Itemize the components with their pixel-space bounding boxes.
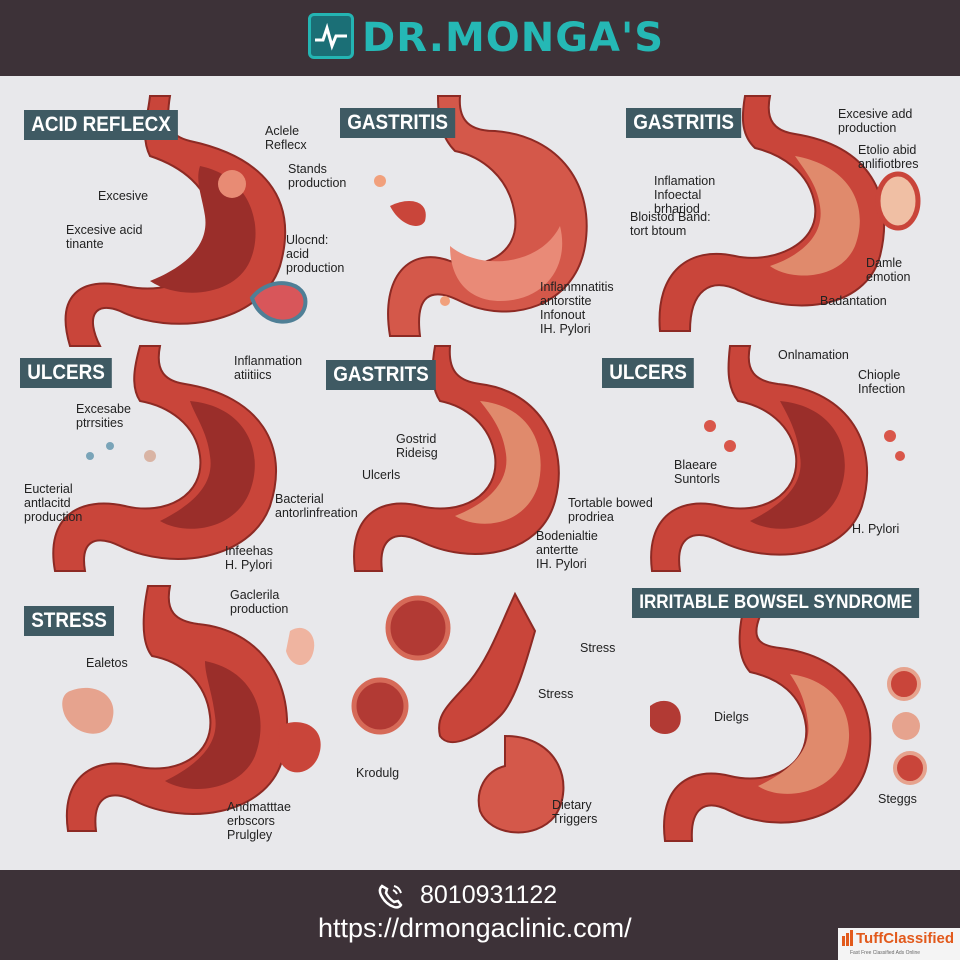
panel-gastritis-3: GASTRITS Gostrid Rideisg Ulcerls Tortabl…	[320, 345, 653, 586]
website-link[interactable]: https://drmongaclinic.com/	[318, 913, 632, 943]
annotation-label: Ulcerls	[362, 468, 401, 482]
annotation-label: Blaeare Suntorls	[674, 458, 720, 486]
phone-number[interactable]: 8010931122	[420, 881, 558, 909]
panel-ibs: IRRITABLE BOWSEL SYNDROME Dielgs Steggs	[630, 586, 960, 856]
annotation-label: Badantation	[820, 294, 887, 308]
annotation-label: Krodulg	[356, 766, 400, 780]
annotation-label: Stress	[538, 687, 574, 701]
annotation-label: Inflamation Infoectal brhariod	[654, 174, 716, 216]
annotation-label: Bacterial antorlinfreation	[275, 492, 358, 520]
annotation-label: Onlnamation	[778, 348, 849, 362]
annotation-label: Excesive	[98, 189, 149, 203]
stomach-illustration	[52, 345, 278, 572]
brand-title: DR.MONGA'S	[362, 15, 665, 61]
logo-icon	[308, 13, 354, 59]
stomach-illustration	[64, 95, 308, 347]
watermark-tagline: Fast Free Classified Ads Online	[850, 950, 921, 956]
stomach-illustration	[650, 345, 905, 572]
panel-title: IRRITABLE BOWSEL SYNDROME	[632, 588, 920, 618]
phone-icon	[378, 884, 403, 909]
stomach-illustration	[62, 585, 321, 832]
panel-stress: STRESS Gaclerila production Ealetos Andm…	[0, 585, 340, 856]
annotation-label: Eucterial antlacitd production	[24, 482, 83, 524]
panel-ulcers-1: ULCERS Inflanmation atiitiics Excesabe p…	[0, 345, 358, 586]
annotation-label: Damle emotion	[866, 256, 911, 284]
annotation-label: Ulocnd: acid production	[286, 233, 345, 275]
annotation-label: H. Pylori	[852, 522, 900, 536]
annotation-label: Dietary Triggers	[552, 798, 598, 826]
panel-ulcers-2: ULCERS Onlnamation Chiople Infection Bla…	[600, 345, 960, 586]
watermark-logo-icon	[842, 930, 853, 946]
panel-gastritis-1: GASTRITIS Inflanmnatitis antorstite Info…	[330, 95, 630, 346]
stomach-illustration	[353, 345, 560, 572]
annotation-label: Stress	[580, 641, 616, 655]
annotation-label: Chiople Infection	[858, 368, 906, 396]
panel-title: GASTRITIS	[626, 108, 742, 138]
annotation-label: Tortable bowed prodriea	[568, 496, 653, 524]
annotation-label: Etolio abid anlifiotbres	[858, 143, 919, 171]
stomach-illustration	[658, 95, 921, 332]
stomach-illustration	[650, 615, 927, 842]
annotation-label: Bloistod Band: tort btoum	[630, 210, 711, 238]
panel-title: GASTRITIS	[340, 108, 456, 138]
annotation-label: Gostrid Rideisg	[396, 432, 438, 460]
annotation-label: Andmatttae erbscors Prulgley	[227, 800, 291, 842]
annotation-label: Stands production	[288, 162, 347, 190]
annotation-label: Aclele Reflecx	[265, 124, 307, 152]
annotation-label: Excesive acid tinante	[66, 223, 143, 251]
panel-gastritis-2: GASTRITIS Excesive add production Etolio…	[620, 95, 960, 346]
stomach-illustration	[351, 591, 565, 834]
annotation-label: Excesive add production	[838, 107, 913, 135]
panel-stress-triggers: Stress Stress Krodulg Dietary Triggers	[340, 586, 630, 856]
annotation-label: Dielgs	[714, 710, 749, 724]
watermark-name: TuffClassified	[856, 930, 955, 947]
annotation-label: Infeehas H. Pylori	[225, 544, 273, 572]
annotation-label: Bodenialtie antertte IH. Pylori	[536, 529, 598, 571]
annotation-label: Excesabe ptrrsities	[76, 402, 131, 430]
annotation-label: Inflanmnatitis antorstite Infonout IH. P…	[540, 280, 614, 336]
watermark	[838, 928, 960, 960]
panel-title: ACID REFLECX	[24, 110, 179, 140]
panel-title: ULCERS	[20, 358, 113, 388]
panel-title: GASTRITS	[326, 360, 436, 390]
annotation-label: Inflanmation atiitiics	[234, 354, 303, 382]
annotation-label: Gaclerila production	[230, 588, 289, 616]
header-bar	[0, 0, 960, 76]
annotation-label: Ealetos	[86, 656, 128, 670]
panel-title: ULCERS	[602, 358, 695, 388]
stomach-illustration	[374, 95, 588, 337]
annotation-label: Steggs	[878, 792, 917, 806]
panel-title: STRESS	[24, 606, 115, 636]
panel-acid-reflux: ACID REFLECX Aclele Reflecx Stands produ…	[0, 95, 346, 347]
footer-bar	[0, 870, 960, 960]
